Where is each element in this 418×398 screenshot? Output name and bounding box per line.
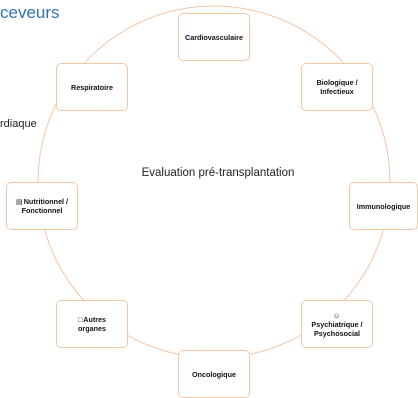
- node-label-wrap: □Autres organes: [71, 315, 113, 333]
- truncated-label: rdiaque: [0, 118, 37, 130]
- node-cardiovasculaire[interactable]: Cardiovasculaire: [178, 13, 250, 61]
- node-label: Respiratoire: [71, 82, 113, 92]
- page-title: ceveurs: [0, 3, 60, 22]
- node-label: Autres organes: [78, 315, 107, 333]
- node-biologique-infectieux[interactable]: Biologique / Infectieux: [301, 63, 373, 111]
- node-respiratoire[interactable]: Respiratoire: [56, 63, 128, 111]
- node-immunologique[interactable]: Immunologique: [349, 182, 418, 230]
- node-label: Biologique / Infectieux: [316, 78, 358, 96]
- brain-icon: ☺: [332, 310, 341, 320]
- node-label: Immunologique: [356, 201, 411, 211]
- center-label: Evaluation pré-transplantation: [141, 167, 295, 179]
- document-icon: ▤: [15, 197, 23, 206]
- node-autres-organes[interactable]: □Autres organes: [56, 300, 128, 348]
- node-label: Cardiovasculaire: [185, 32, 243, 42]
- node-oncologique[interactable]: Oncologique: [178, 350, 250, 398]
- node-label: Psychiatrique / Psychosocial: [311, 319, 363, 338]
- node-label-wrap: ▤Nutritionnel / Fonctionnel: [11, 197, 73, 215]
- node-psychiatrique-psychosocial[interactable]: ☺ Psychiatrique / Psychosocial: [301, 300, 373, 348]
- node-label: Nutritionnel / Fonctionnel: [21, 197, 69, 215]
- node-nutritionnel-fonctionnel[interactable]: ▤Nutritionnel / Fonctionnel: [6, 182, 78, 230]
- box-icon: □: [77, 315, 83, 324]
- node-label: Oncologique: [192, 369, 236, 379]
